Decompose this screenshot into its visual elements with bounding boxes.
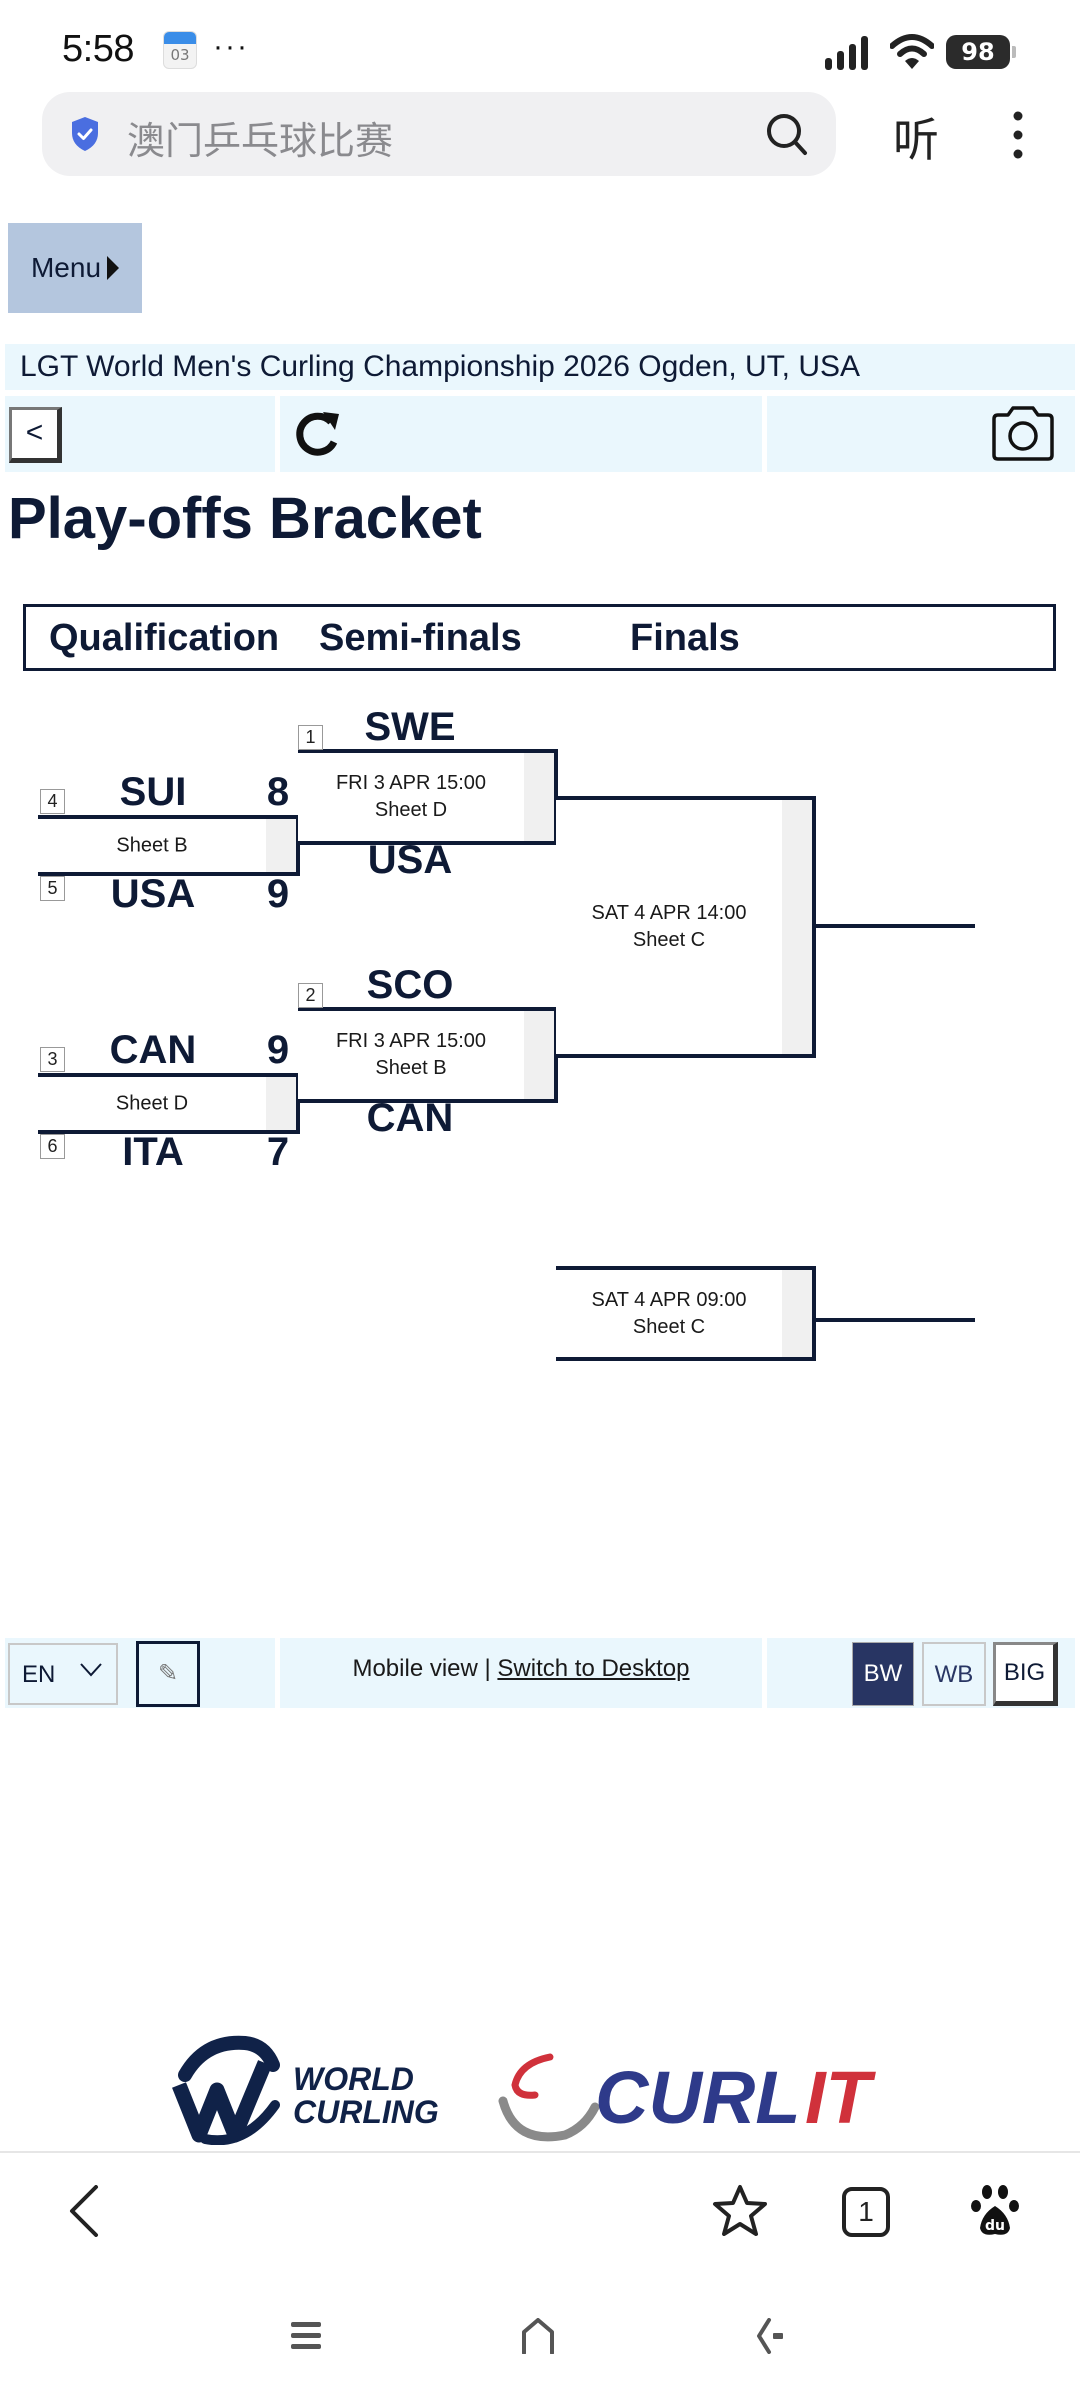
team-score: 9 xyxy=(266,872,290,916)
system-back-icon[interactable] xyxy=(755,2318,791,2354)
seed-badge: 1 xyxy=(298,725,323,750)
bronze-game[interactable]: SAT 4 APR 09:00 Sheet C xyxy=(556,1266,816,1361)
seed-badge: 2 xyxy=(298,983,323,1008)
address-bar[interactable] xyxy=(42,92,836,176)
bronze-winner-line xyxy=(816,1318,975,1322)
edit-pencil-button[interactable]: ✎ xyxy=(136,1641,200,1707)
final-game[interactable]: SAT 4 APR 14:00 Sheet C xyxy=(556,796,816,1058)
round-semifinals: Semi-finals xyxy=(319,617,522,659)
view-mode-text: Mobile view | Switch to Desktop xyxy=(280,1655,762,1683)
menu-button[interactable]: Menu xyxy=(8,223,142,313)
team-name[interactable]: CAN xyxy=(366,1096,454,1140)
mobile-view-label: Mobile view | xyxy=(352,1655,498,1682)
tabs-count-button[interactable]: 1 xyxy=(842,2187,890,2237)
game-sheet: Sheet C xyxy=(632,929,706,951)
toolbar-cell-center xyxy=(280,396,762,472)
home-icon[interactable] xyxy=(520,2318,556,2354)
round-header: Qualification Semi-finals Finals xyxy=(23,604,1056,671)
team-name[interactable]: SWE xyxy=(364,705,456,749)
team-score: 8 xyxy=(266,770,290,814)
footer-cell-center xyxy=(280,1638,762,1708)
curlit-red-text: IT xyxy=(805,2056,877,2139)
page-title: Play-offs Bracket xyxy=(8,486,482,551)
round-qualification: Qualification xyxy=(49,617,280,659)
recent-apps-icon[interactable] xyxy=(290,2320,322,2352)
game-datetime: FRI 3 APR 15:00 xyxy=(335,772,487,794)
chevron-down-icon xyxy=(80,1663,102,1677)
reload-icon[interactable] xyxy=(293,408,343,460)
game-sheet: Sheet D xyxy=(115,1092,189,1114)
back-button[interactable]: < xyxy=(9,407,62,463)
search-icon[interactable] xyxy=(765,112,809,156)
game-datetime: SAT 4 APR 14:00 xyxy=(591,902,747,924)
team-name[interactable]: SCO xyxy=(366,963,454,1007)
game-sheet: Sheet B xyxy=(375,1057,447,1079)
qualification-game-1[interactable]: Sheet B xyxy=(38,815,300,876)
team-name[interactable]: CAN xyxy=(109,1028,197,1072)
bw-mode-button[interactable]: BW xyxy=(852,1642,914,1706)
team-score: 9 xyxy=(266,1028,290,1072)
final-winner-line xyxy=(816,924,975,928)
language-value: EN xyxy=(22,1661,56,1688)
team-name[interactable]: USA xyxy=(367,838,453,882)
team-name[interactable]: ITA xyxy=(122,1130,184,1174)
world-curling-line1: WORLD xyxy=(293,2061,414,2097)
qualification-game-2[interactable]: Sheet D xyxy=(38,1073,300,1134)
language-select[interactable]: EN xyxy=(8,1643,118,1705)
event-title: LGT World Men's Curling Championship 202… xyxy=(20,350,861,383)
status-time: 5:58 xyxy=(62,28,134,70)
battery-icon: 98 xyxy=(946,35,1016,69)
shield-check-icon xyxy=(72,117,98,151)
address-bar-text[interactable]: 澳门乒乓球比赛 xyxy=(127,119,394,163)
camera-icon[interactable] xyxy=(990,405,1056,461)
game-datetime: FRI 3 APR 15:00 xyxy=(335,1030,487,1052)
round-finals: Finals xyxy=(630,617,740,659)
wb-mode-button[interactable]: WB xyxy=(922,1642,986,1706)
seed-badge: 6 xyxy=(40,1134,65,1159)
game-sheet: Sheet D xyxy=(374,799,448,821)
back-arrow-icon[interactable] xyxy=(66,2185,102,2237)
seed-badge: 5 xyxy=(40,876,65,901)
switch-to-desktop-link[interactable]: Switch to Desktop xyxy=(497,1655,690,1682)
team-name[interactable]: SUI xyxy=(119,770,187,814)
world-curling-line2: CURLING xyxy=(293,2094,439,2130)
curlit-blue-text: CURL xyxy=(595,2056,801,2139)
svg-text:du: du xyxy=(985,2218,1005,2234)
game-sheet: Sheet B xyxy=(116,834,188,856)
more-notifications-icon: ··· xyxy=(213,30,249,63)
calendar-notification-icon: 03 xyxy=(163,31,197,69)
battery-level: 98 xyxy=(946,35,1010,69)
menu-label: Menu xyxy=(30,252,102,283)
seed-badge: 4 xyxy=(40,789,65,814)
signal-icon xyxy=(825,36,868,70)
curlit-logo[interactable]: CURL IT xyxy=(495,2045,915,2145)
wifi-icon xyxy=(890,34,934,69)
bottom-nav-divider xyxy=(0,2151,1080,2153)
baidu-paw-icon[interactable]: du xyxy=(970,2184,1020,2238)
event-title-bar: LGT World Men's Curling Championship 202… xyxy=(5,344,1075,390)
big-text-button[interactable]: BIG xyxy=(993,1642,1058,1706)
bookmark-star-icon[interactable] xyxy=(712,2184,768,2236)
team-name[interactable]: USA xyxy=(110,872,196,916)
triangle-right-icon xyxy=(107,256,120,280)
seed-badge: 3 xyxy=(40,1047,65,1072)
world-curling-logo[interactable]: WORLD CURLING xyxy=(165,2035,445,2145)
more-menu-icon[interactable] xyxy=(1008,110,1028,160)
team-score: 7 xyxy=(266,1130,290,1174)
game-datetime: SAT 4 APR 09:00 xyxy=(591,1288,747,1311)
semifinal-game-1[interactable]: FRI 3 APR 15:00 Sheet D xyxy=(298,749,558,845)
game-sheet: Sheet C xyxy=(632,1315,706,1338)
listen-button[interactable]: 听 xyxy=(893,113,939,167)
calendar-day: 03 xyxy=(170,46,190,64)
semifinal-game-2[interactable]: FRI 3 APR 15:00 Sheet B xyxy=(298,1007,558,1103)
